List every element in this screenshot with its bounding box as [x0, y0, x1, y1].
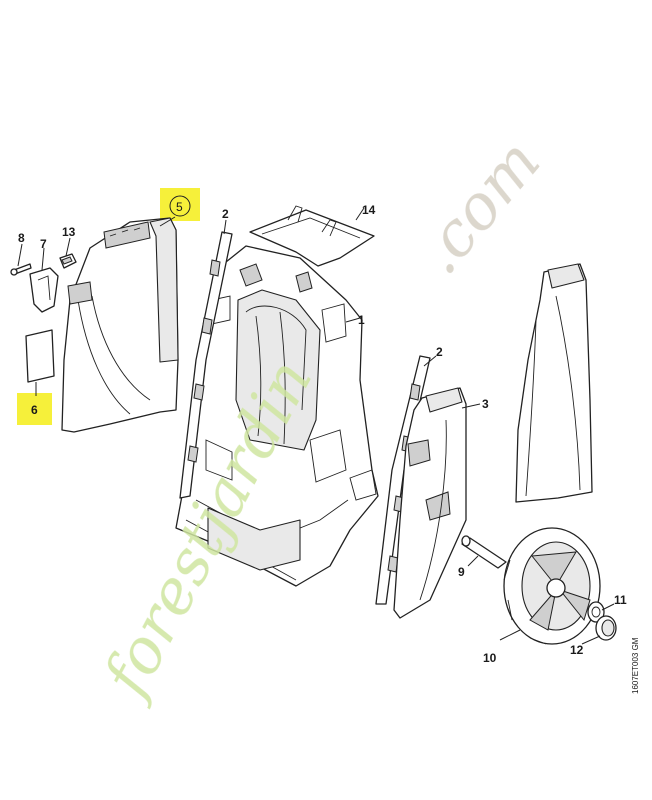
part-3-right-side-cover [393, 387, 467, 619]
part-8-screw [10, 263, 32, 276]
figure-code: 1607ET003 GM [631, 637, 640, 694]
callout-10: 10 [483, 651, 497, 665]
callout-3: 3 [482, 397, 489, 411]
part-6-label-decal [25, 329, 55, 383]
callout-2-right: 2 [436, 345, 443, 359]
part-14-top-cover [249, 205, 375, 267]
part-9-axle [461, 535, 507, 569]
callout-9: 9 [458, 565, 465, 579]
callout-11: 11 [614, 593, 627, 607]
callout-13: 13 [62, 225, 76, 239]
callout-6: 6 [31, 403, 38, 417]
part-10-wheel [503, 527, 601, 645]
callout-circle-5 [169, 195, 191, 217]
callout-1: 1 [358, 313, 365, 327]
part-11-retaining-ring [587, 601, 605, 623]
callout-5: 5 [176, 200, 183, 214]
leader-lines [17, 207, 615, 645]
part-5-left-side-cover [61, 217, 179, 433]
callout-12: 12 [570, 643, 584, 657]
part-1-main-housing [175, 245, 379, 587]
part-7-latch [29, 267, 59, 313]
watermark-com: .com [402, 125, 555, 287]
part-2-left-seal-strip [179, 231, 233, 499]
part-right-rear-cover [515, 263, 593, 503]
callout-8: 8 [18, 231, 25, 245]
callout-14: 14 [362, 203, 376, 217]
callout-2-left: 2 [222, 207, 229, 221]
part-12-hub-cap [595, 615, 617, 641]
part-13-clip [59, 253, 77, 269]
callout-7: 7 [40, 237, 47, 251]
highlight-box-6 [17, 393, 52, 425]
